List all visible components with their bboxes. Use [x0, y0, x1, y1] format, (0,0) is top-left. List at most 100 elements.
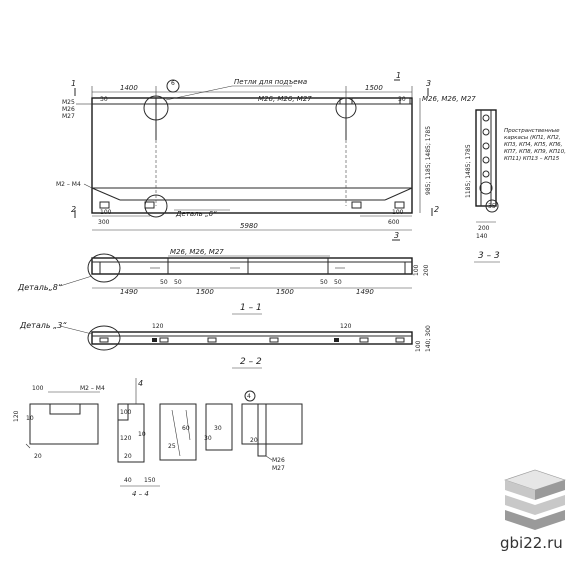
cut-3a: 3 — [426, 79, 431, 88]
right-note-box: Пространственные каркасы (КП1, КП2, КП3,… — [504, 128, 566, 162]
d-20b: 20 — [124, 453, 132, 460]
logo-slab-side — [535, 480, 565, 500]
label-m27: М27 — [62, 113, 75, 120]
d-40: 40 — [124, 477, 132, 484]
label-detail-3: Деталь „3“ — [19, 321, 67, 330]
callout-circle — [166, 79, 180, 93]
detail-block — [159, 403, 197, 461]
logo-slab-mid — [505, 495, 565, 515]
logo-slab-side — [505, 480, 535, 500]
circ-4: 4 — [247, 393, 251, 400]
dim-1490-r: 1490 — [356, 288, 374, 296]
embedded-part — [144, 201, 155, 209]
stacked-slabs-logo-icon — [504, 469, 566, 530]
cut-2b: 2 — [434, 205, 439, 214]
dim-120-b: 120 — [340, 323, 352, 330]
section-outline — [475, 109, 497, 207]
embedded-part — [99, 201, 110, 209]
embedded — [152, 338, 157, 342]
detail-circle — [479, 181, 493, 195]
dim-100-a: 100 — [100, 209, 112, 216]
leader-line — [165, 85, 233, 101]
dim-50-c: 50 — [320, 279, 328, 286]
detail-block — [29, 403, 99, 445]
rebar — [482, 128, 490, 136]
d-30b: 30 — [204, 435, 212, 442]
detail-plate — [49, 403, 81, 415]
embedded — [159, 337, 169, 343]
rebar — [482, 156, 490, 164]
embedded-part — [399, 97, 411, 105]
dim-1500-a: 1500 — [196, 288, 214, 296]
cut-3b: 3 — [394, 231, 399, 240]
d-120: 120 — [13, 410, 20, 422]
detail-plate — [257, 403, 267, 457]
d-10b: 10 — [138, 431, 146, 438]
detail-block — [241, 403, 303, 445]
right-note: Пространственные каркасы (КП1, КП2, КП3,… — [504, 128, 566, 162]
d-20: 20 — [34, 453, 42, 460]
dim-1490-l: 1490 — [120, 288, 138, 296]
label-marks-section: М26, М26, М27 — [170, 248, 224, 256]
watermark-text: gbi22.ru — [500, 534, 563, 552]
hatch — [171, 409, 181, 457]
rebar — [482, 114, 490, 122]
embedded — [269, 337, 279, 343]
panel-outline — [91, 97, 413, 214]
section-title-2-2: 2 – 2 — [240, 357, 262, 367]
dim-right-section: 1185; 1485; 1785 — [465, 144, 472, 198]
d-10: 10 — [26, 415, 34, 422]
label-m26: М26 — [62, 106, 75, 113]
dim-120-a: 120 — [152, 323, 164, 330]
callout-circle — [485, 199, 499, 213]
label-detail-8: Деталь„8“ — [17, 283, 63, 292]
cut-4: 4 — [138, 379, 143, 388]
d-120b: 120 — [120, 435, 132, 442]
embedded — [99, 337, 109, 343]
dim-50-b: 50 — [174, 279, 182, 286]
label-m27b: М27 — [272, 465, 285, 472]
dim-1500-b: 1500 — [276, 288, 294, 296]
section-4-4: 4 – 4 — [132, 490, 149, 498]
circ-35: 35 — [488, 203, 496, 210]
d-150: 150 — [144, 477, 156, 484]
label-lifting-loops: Петли для подъема — [234, 78, 307, 86]
cut-1a: 1 — [71, 79, 76, 88]
d-30: 30 — [214, 425, 222, 432]
embedded — [359, 337, 369, 343]
leader-line — [265, 455, 273, 461]
dim-right-vertical: 985; 1185; 1485; 1785 — [425, 126, 432, 195]
panel-end-line — [384, 187, 413, 201]
label-marks-top: М26, М26, М27 — [258, 95, 312, 103]
callout-circle — [244, 390, 256, 402]
leader-line — [59, 275, 93, 287]
d-20c: 20 — [250, 437, 258, 444]
break — [25, 443, 31, 449]
dim-1500-top: 1500 — [365, 84, 383, 92]
detail-block — [117, 403, 145, 463]
cut-2a: 2 — [71, 205, 76, 214]
panel-plan-view: 1400 1500 30 30 Петли для подъема М26, М… — [56, 71, 476, 231]
dim-200-s: 200 — [423, 264, 430, 276]
section-title-1-1: 1 – 1 — [240, 303, 262, 313]
section-title-3-3: 3 – 3 — [478, 251, 500, 261]
section-2-2: Деталь „3“ 120 120 100 140; 300 2 – 2 — [19, 321, 432, 369]
section-3-3: 35 Пространственные каркасы (КП1, КП2, К… — [465, 109, 566, 263]
dim-30-right: 30 — [398, 96, 406, 103]
leader-line — [83, 183, 93, 189]
dim-50-a: 50 — [160, 279, 168, 286]
dim-1400-top: 1400 — [120, 84, 138, 92]
dim-100-b: 100 — [392, 209, 404, 216]
embedded — [395, 337, 405, 343]
label-m25: М25 — [62, 99, 75, 106]
dim-200-c: 200 — [478, 225, 490, 232]
label-m2-m4: М2 – М4 — [56, 181, 81, 188]
hatch — [185, 409, 191, 441]
d-25: 25 — [168, 443, 176, 450]
embedded-part — [351, 201, 362, 209]
rebar — [482, 142, 490, 150]
embedded — [334, 338, 339, 342]
detail-circle — [144, 194, 168, 218]
